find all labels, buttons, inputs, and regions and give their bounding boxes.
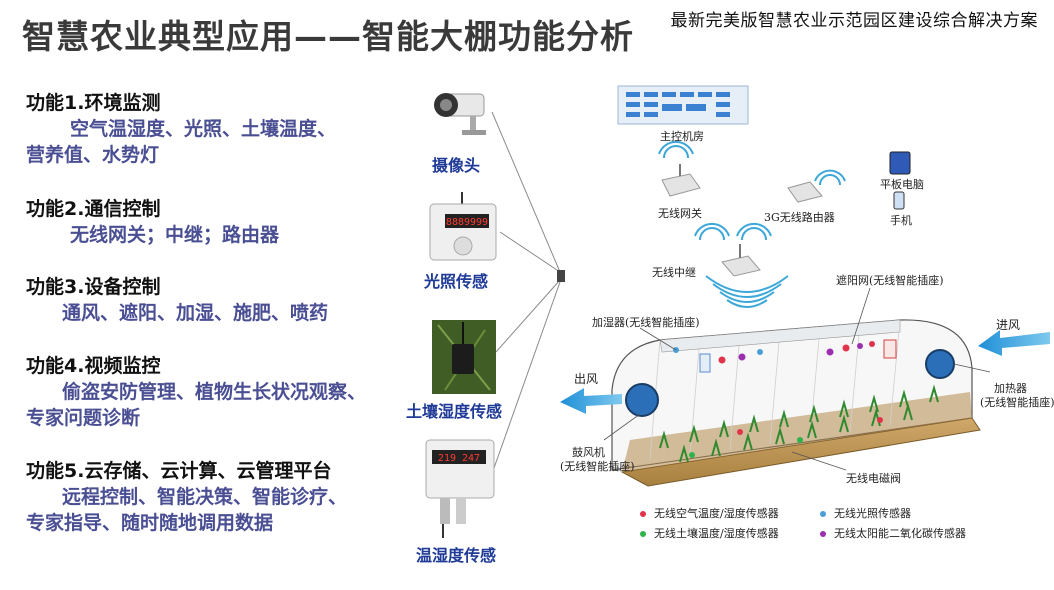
device-label-temp-humidity-sensor: 温湿度传感 <box>416 546 497 565</box>
camera-icon <box>434 93 486 135</box>
function-5-desc2: 专家指导、随时随地调用数据 <box>26 512 274 534</box>
label-blower-socket: (无线智能插座) <box>560 460 635 473</box>
function-3-desc: 通风、遮阳、加湿、施肥、喷药 <box>62 302 329 324</box>
tablet-icon <box>889 151 911 175</box>
temp-humidity-sensor-icon: 219 247 <box>425 439 495 538</box>
function-2-title: 功能2.通信控制 <box>26 198 161 220</box>
heater-fan-icon <box>925 349 955 379</box>
relay-icon <box>721 244 761 277</box>
legend-item-co2-sensor: 无线太阳能二氧化碳传感器 <box>820 525 966 541</box>
function-3: 功能3.设备控制 通风、遮阳、加湿、施肥、喷药 <box>26 274 416 326</box>
svg-text:219 247: 219 247 <box>438 453 480 464</box>
connector-hub <box>557 270 565 282</box>
greenhouse-illustration <box>603 287 991 487</box>
label-valve: 无线电磁阀 <box>846 472 901 485</box>
label-air-in: 进风 <box>996 318 1021 332</box>
function-4: 功能4.视频监控 偷盗安防管理、植物生长状况观察、 专家问题诊断 <box>26 353 416 431</box>
function-4-title: 功能4.视频监控 <box>26 355 161 377</box>
wifi-signal-icon <box>658 140 846 308</box>
legend-item-soil-sensor: 无线土壤温度/湿度传感器 <box>640 525 779 541</box>
device-connector-lines <box>491 111 561 469</box>
function-4-desc2: 专家问题诊断 <box>26 407 141 429</box>
air-in-arrow-icon <box>978 330 1050 356</box>
label-heater-socket: (无线智能插座) <box>980 396 1054 409</box>
label-humidifier: 加湿器(无线智能插座) <box>592 316 700 329</box>
device-label-camera: 摄像头 <box>432 156 481 175</box>
function-5: 功能5.云存储、云计算、云管理平台 远程控制、智能决策、智能诊疗、 专家指导、随… <box>26 458 416 536</box>
label-heater: 加热器 <box>994 382 1027 395</box>
label-shade-net: 遮阳网(无线智能插座) <box>836 274 944 287</box>
soil-sensor-icon <box>432 320 496 394</box>
light-sensor-icon: 8889999 <box>429 192 497 261</box>
label-router-3g: 3G无线路由器 <box>764 211 835 224</box>
header-note: 最新完美版智慧农业示范园区建设综合解决方案 <box>670 11 1038 31</box>
function-5-desc: 远程控制、智能决策、智能诊疗、 <box>62 486 348 508</box>
function-1-title: 功能1.环境监测 <box>26 92 161 114</box>
label-blower: 鼓风机 <box>572 446 605 459</box>
label-phone: 手机 <box>890 214 912 227</box>
function-1-desc2: 营养值、水势灯 <box>26 144 160 166</box>
wireless-gateway-icon <box>661 164 701 197</box>
server-room-icon <box>617 85 749 125</box>
label-relay: 无线中继 <box>652 266 696 279</box>
label-air-out: 出风 <box>574 372 599 386</box>
label-wireless-gateway: 无线网关 <box>658 207 702 220</box>
sensor-dots <box>673 341 883 458</box>
heater-icon <box>883 339 897 359</box>
svg-text:8889999: 8889999 <box>446 217 488 228</box>
label-server-room: 主控机房 <box>660 130 704 143</box>
router-3g-icon <box>787 181 823 203</box>
function-5-title: 功能5.云存储、云计算、云管理平台 <box>26 460 332 482</box>
function-1-desc: 空气温湿度、光照、土壤温度、 <box>70 118 337 140</box>
device-label-soil-sensor: 土壤湿度传感 <box>406 402 503 421</box>
function-1: 功能1.环境监测 空气温湿度、光照、土壤温度、 营养值、水势灯 <box>26 90 416 168</box>
page-title: 智慧农业典型应用——智能大棚功能分析 <box>22 17 634 56</box>
blower-fan-icon <box>625 383 659 417</box>
air-out-arrow-icon <box>560 388 622 414</box>
function-3-title: 功能3.设备控制 <box>26 276 161 298</box>
legend-item-air-sensor: 无线空气温度/湿度传感器 <box>640 505 779 521</box>
function-4-desc: 偷盗安防管理、植物生长状况观察、 <box>62 381 367 403</box>
function-2: 功能2.通信控制 无线网关；中继；路由器 <box>26 196 416 248</box>
label-tablet: 平板电脑 <box>880 178 924 191</box>
function-2-desc: 无线网关；中继；路由器 <box>70 224 280 246</box>
device-label-light-sensor: 光照传感 <box>424 272 489 291</box>
humidifier-icon <box>699 353 711 373</box>
legend-item-light-sensor: 无线光照传感器 <box>820 505 911 521</box>
phone-icon <box>893 191 905 210</box>
